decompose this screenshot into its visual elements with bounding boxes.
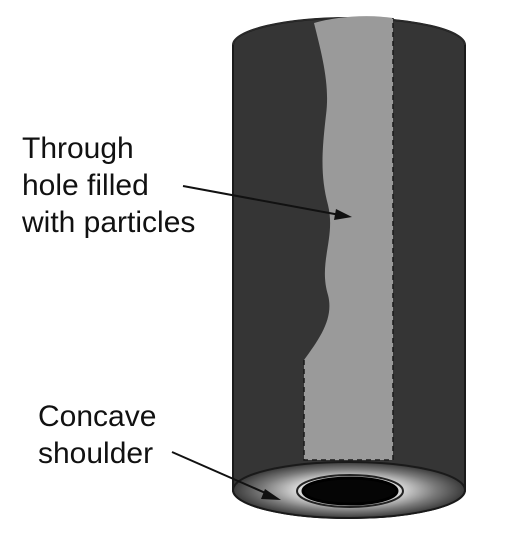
through-hole-region [304,16,393,460]
leader-arrowhead-through-hole [334,209,352,220]
label-through-hole: Through hole filled with particles [22,130,195,241]
leader-line-through-hole [182,185,341,216]
label-through-hole-line-1: Through [22,132,134,165]
label-through-hole-line-2: hole filled [22,169,149,202]
through-hole-dashed-edge [303,18,394,461]
bottom-hole-opening [301,476,399,506]
leader-arrowhead-shoulder [261,489,281,500]
leader-line-shoulder [171,451,271,496]
label-concave-shoulder: Concave shoulder [38,398,156,472]
bottom-hole-inner-rim [296,474,404,508]
label-shoulder-line-1: Concave [38,400,157,433]
label-shoulder-line-2: shoulder [38,437,154,470]
label-through-hole-line-3: with particles [22,206,196,239]
